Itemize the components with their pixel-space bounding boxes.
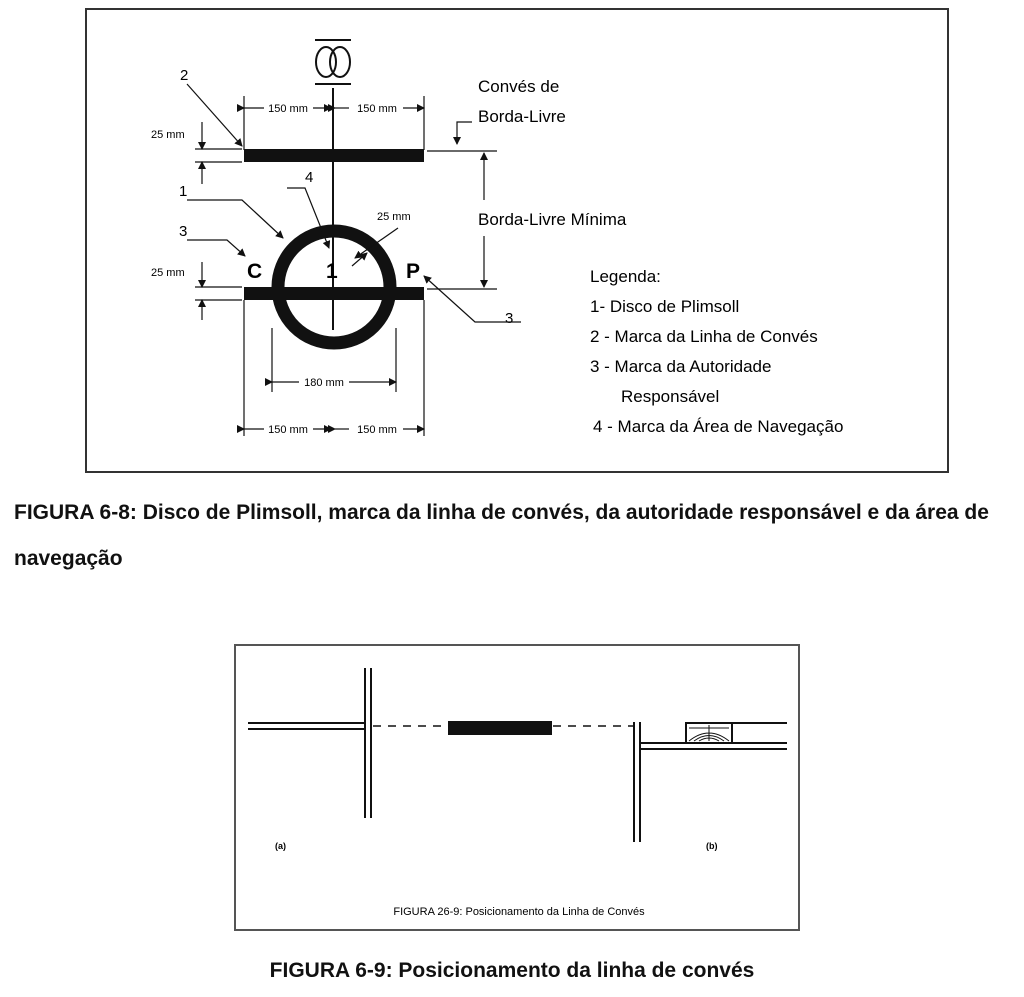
callout-4: 4 (305, 169, 313, 186)
bottom-dimension-lines (237, 300, 425, 436)
deck-label-line1: Convés de (478, 77, 559, 96)
figure-6-8-caption: FIGURA 6-8: Disco de Plimsoll, marca da … (14, 501, 989, 570)
plimsoll-diagram: 150 mm 150 mm 25 mm 25 mm 180 mm (151, 39, 843, 436)
dim-bottom-right: 150 mm (357, 424, 397, 436)
letter-p: P (406, 260, 420, 283)
dim-bottom-left: 150 mm (268, 424, 308, 436)
disc-diameter-lines (265, 328, 397, 392)
legend-item-1: 1- Disco de Plimsoll (590, 297, 739, 316)
thickness-bottom-lines (195, 262, 242, 320)
navigation-area-symbol (315, 39, 351, 85)
figure-6-9-caption: FIGURA 6-9: Posicionamento da linha de c… (269, 959, 755, 982)
wood-deck-section (685, 722, 733, 744)
min-freeboard-label: Borda-Livre Mínima (478, 210, 627, 229)
top-dimension-lines (237, 96, 425, 150)
deck-label-leader (453, 121, 472, 145)
dim-ring-thickness: 25 mm (377, 211, 411, 223)
radius-arrow (351, 252, 368, 267)
callout-3-left-leader (187, 239, 246, 257)
callout-1: 1 (179, 183, 187, 200)
legend-item-3-cont: Responsável (621, 387, 719, 406)
label-b: (b) (706, 841, 718, 851)
callout-4-leader (287, 187, 331, 249)
callout-3-right-leader (423, 275, 521, 323)
legend-title: Legenda: (590, 267, 661, 286)
callout-2-leader (186, 83, 243, 147)
deck-line-bar (244, 149, 424, 162)
legend: Legenda: 1- Disco de Plimsoll 2 - Marca … (590, 267, 843, 436)
label-a: (a) (275, 841, 286, 851)
legend-item-3: 3 - Marca da Autoridade (590, 357, 771, 376)
deck-line-mark (448, 721, 552, 735)
callout-3-right: 3 (505, 310, 513, 327)
deck-line-figure: (a) (b) FIGURA 26-9: Posicionamento da L… (234, 644, 800, 931)
deck-line-diagram: (a) (b) FIGURA 26-9: Posicionamento da L… (248, 668, 787, 918)
dim-top-right: 150 mm (357, 103, 397, 115)
inner-caption: FIGURA 26-9: Posicionamento da Linha de … (393, 906, 645, 918)
callout-1-leader (187, 199, 284, 239)
dim-disc-diameter: 180 mm (304, 377, 344, 389)
deck-label-line2: Borda-Livre (478, 107, 566, 126)
legend-item-4: 4 - Marca da Área de Navegação (593, 417, 843, 436)
plimsoll-figure: 150 mm 150 mm 25 mm 25 mm 180 mm (85, 8, 949, 473)
dim-top-left: 150 mm (268, 103, 308, 115)
thickness-top-lines (195, 122, 242, 184)
letter-1: 1 (326, 260, 338, 283)
dim-thickness-top: 25 mm (151, 129, 185, 141)
callout-3-left: 3 (179, 223, 187, 240)
letter-c: C (247, 260, 262, 283)
dim-thickness-bottom: 25 mm (151, 267, 185, 279)
load-line-bar (244, 287, 424, 300)
legend-item-2: 2 - Marca da Linha de Convés (590, 327, 818, 346)
callout-2: 2 (180, 67, 188, 84)
hull-a (248, 668, 372, 818)
